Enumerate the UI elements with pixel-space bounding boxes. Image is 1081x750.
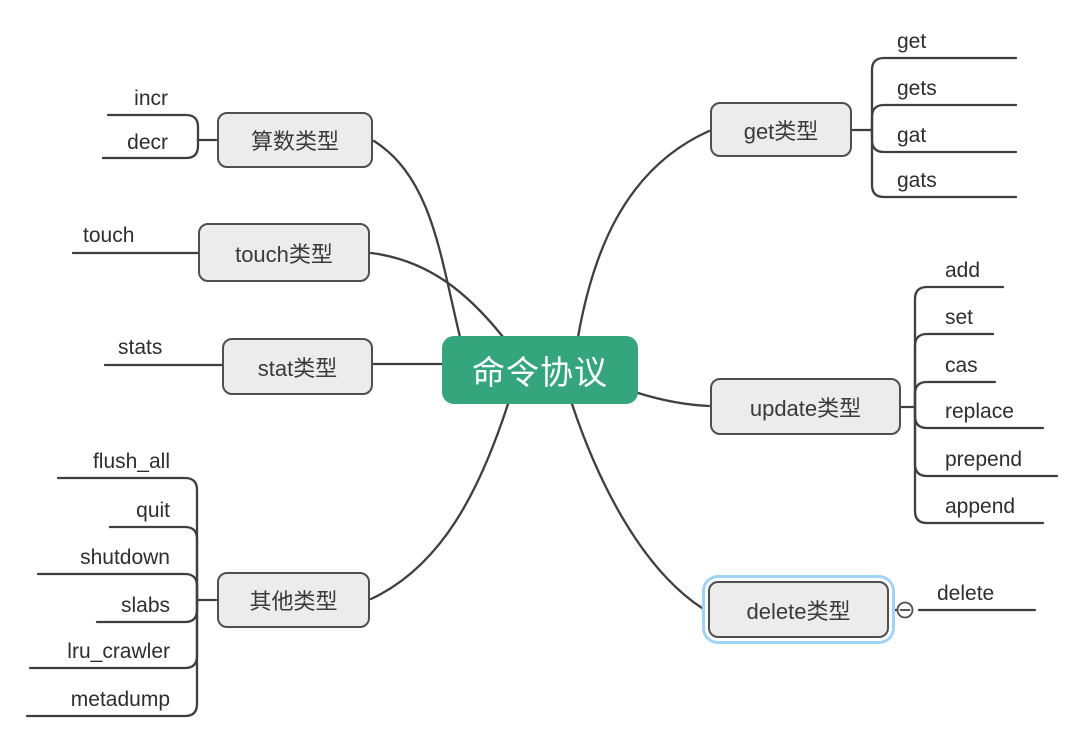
leaf-gats[interactable]: gats [897,169,937,192]
branch-connectors-update [899,285,1059,525]
leaf-incr[interactable]: incr [134,87,168,110]
leaf-delete[interactable]: delete [937,582,995,605]
leaf-quit[interactable]: quit [136,499,170,522]
leaf-touch[interactable]: touch [83,224,135,247]
leaf-stats[interactable]: stats [118,336,163,359]
topic-get[interactable]: get类型 [710,102,852,157]
collapse-icon[interactable] [896,601,914,619]
leaf-append[interactable]: append [945,495,1016,518]
leaf-lru-crawler[interactable]: lru_crawler [67,640,170,663]
leaf-add[interactable]: add [945,259,981,282]
leaf-decr[interactable]: decr [127,131,168,154]
topic-stat[interactable]: stat类型 [222,338,373,395]
leaf-get[interactable]: get [897,30,927,53]
leaf-set[interactable]: set [945,306,974,329]
topic-arithmetic[interactable]: 算数类型 [217,112,373,168]
leaf-shutdown[interactable]: shutdown [80,546,170,569]
topic-other[interactable]: 其他类型 [217,572,370,628]
leaf-gets[interactable]: gets [897,77,937,100]
topic-delete[interactable]: delete类型 [708,581,889,638]
leaf-metadump[interactable]: metadump [70,688,170,711]
leaf-slabs[interactable]: slabs [120,594,170,617]
root-topic[interactable]: 命令协议 [442,336,638,404]
root-branch-curves [369,129,711,610]
topic-touch[interactable]: touch类型 [198,223,370,282]
leaf-replace[interactable]: replace [945,400,1014,423]
branch-connectors-other [25,476,218,718]
branch-connectors-arithmetic [101,113,218,160]
leaf-flush-all[interactable]: flush_all [92,450,170,473]
leaf-prepend[interactable]: prepend [945,448,1023,471]
leaf-cas[interactable]: cas [945,354,978,377]
branch-connectors-get [850,56,1018,199]
leaf-gat[interactable]: gat [897,124,927,147]
topic-update[interactable]: update类型 [710,378,901,435]
